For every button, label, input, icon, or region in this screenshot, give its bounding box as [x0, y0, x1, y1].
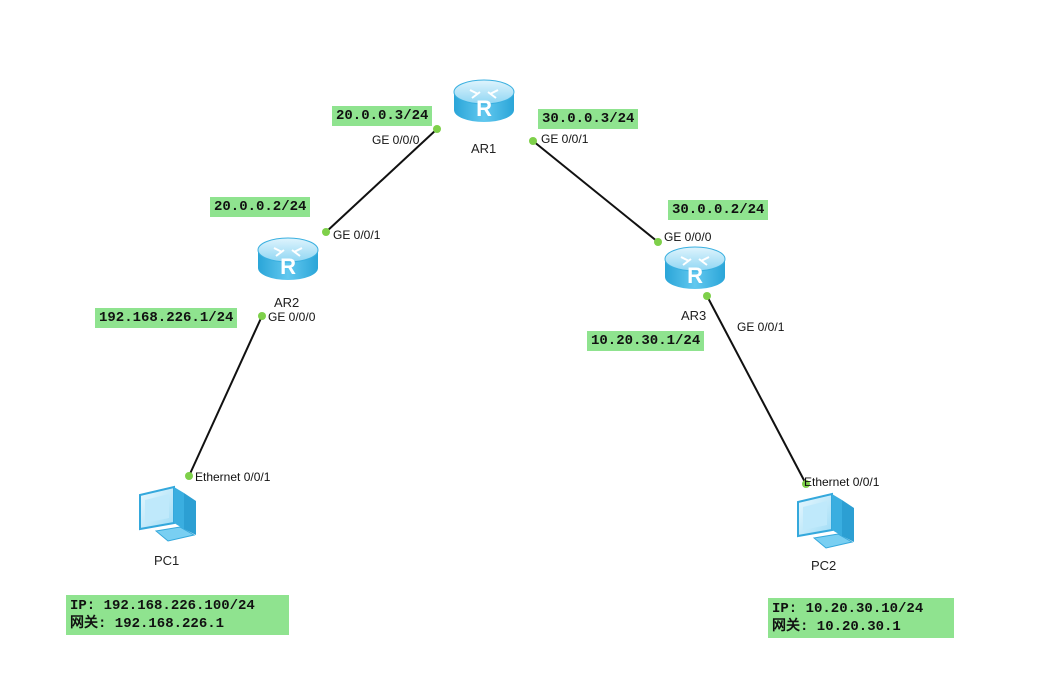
device-label-ar2: AR2: [274, 295, 300, 310]
ip-label-ar3-ge000: 30.0.0.2/24: [668, 200, 769, 220]
port-dot-ar1-ge001: [529, 137, 537, 145]
svg-text:R: R: [280, 254, 296, 279]
ip-label-ar1-ge000: 20.0.0.3/24: [332, 106, 433, 126]
pc2-gateway: 网关: 10.20.30.1: [772, 619, 901, 635]
pc1-ip: IP: 192.168.226.100/24: [70, 598, 255, 614]
port-label-ar1-ge001: GE 0/0/1: [541, 132, 589, 146]
pc2-ip: IP: 10.20.30.10/24: [772, 601, 924, 617]
ip-label-ar1-ge001: 30.0.0.3/24: [538, 109, 639, 129]
port-label-ar1-ge000: GE 0/0/0: [372, 133, 420, 147]
pc-icon[interactable]: [797, 492, 854, 549]
svg-text:R: R: [687, 263, 703, 288]
port-dot-ar1-ge000: [433, 125, 441, 133]
router-icon[interactable]: R: [664, 246, 726, 289]
port-label-pc2-eth: Ethernet 0/0/1: [804, 475, 880, 489]
svg-text:R: R: [476, 96, 492, 121]
port-dot-ar2-ge001: [322, 228, 330, 236]
port-dot-pc2-eth: [802, 480, 810, 488]
device-label-pc2: PC2: [811, 558, 837, 573]
link-ar1-ar3[interactable]: [532, 140, 659, 243]
port-label-pc1-eth: Ethernet 0/0/1: [195, 470, 271, 484]
router-icon[interactable]: R: [453, 79, 515, 122]
port-dot-ar3-ge001: [703, 292, 711, 300]
link-ar1-ar2[interactable]: [325, 128, 438, 233]
port-label-ar2-ge001: GE 0/0/1: [333, 228, 381, 242]
ip-label-ar2-ge000: 192.168.226.1/24: [95, 308, 238, 328]
pc1-config-box: IP: 192.168.226.100/24 网关: 192.168.226.1: [66, 595, 289, 635]
port-label-ar3-ge000: GE 0/0/0: [664, 230, 712, 244]
port-label-ar2-ge000: GE 0/0/0: [268, 310, 316, 324]
port-dot-ar3-ge000: [654, 238, 662, 246]
port-dot-ar2-ge000: [258, 312, 266, 320]
pc1-gateway: 网关: 192.168.226.1: [70, 616, 225, 632]
pc2-config-box: IP: 10.20.30.10/24 网关: 10.20.30.1: [768, 598, 954, 638]
device-label-ar1: AR1: [471, 141, 497, 156]
ip-label-ar3-ge001: 10.20.30.1/24: [587, 331, 705, 351]
ip-label-ar2-ge001: 20.0.0.2/24: [210, 197, 311, 217]
link-ar3-pc2[interactable]: [706, 295, 807, 485]
device-label-ar3: AR3: [681, 308, 707, 323]
port-dot-pc1-eth: [185, 472, 193, 480]
router-icon[interactable]: R: [257, 237, 319, 280]
device-label-pc1: PC1: [154, 553, 180, 568]
port-label-ar3-ge001: GE 0/0/1: [737, 320, 785, 334]
pc-icon[interactable]: [139, 485, 196, 542]
link-ar2-pc1[interactable]: [188, 315, 263, 477]
